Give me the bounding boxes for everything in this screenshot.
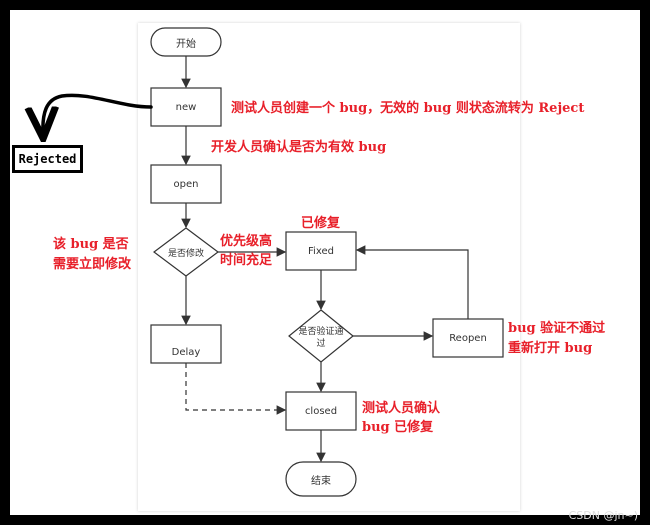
reopen-annotation-1: bug 验证不通过	[508, 321, 606, 336]
new-label: new	[175, 101, 197, 113]
edge-delay-closed	[185, 363, 287, 415]
diagram-canvas: 开始 new open 是否修改 Fixed 是否验证通 过 Reopen De…	[10, 10, 640, 515]
fixed-label: Fixed	[308, 245, 334, 257]
flowchart-svg	[10, 27, 504, 497]
edge-reopen-fixed	[355, 245, 469, 319]
rejected-box: Rejected	[12, 145, 83, 173]
delay-node	[150, 324, 222, 364]
closed-annotation-1: 测试人员确认	[362, 401, 441, 416]
verify-decision-label-2: 过	[316, 338, 326, 349]
reject-curve	[43, 93, 153, 135]
priority-annotation-1: 优先级高	[220, 234, 273, 249]
decision-annotation-1: 该 bug 是否	[53, 237, 129, 252]
start-label: 开始	[176, 38, 196, 50]
fix-decision-label: 是否修改	[167, 248, 204, 259]
closed-label: closed	[304, 405, 338, 417]
end-label: 结束	[311, 475, 331, 487]
reopen-label: Reopen	[449, 332, 487, 344]
reopen-annotation-2: 重新打开 bug	[508, 341, 593, 356]
open-annotation: 开发人员确认是否为有效 bug	[211, 140, 387, 155]
open-label: open	[173, 178, 199, 190]
fixed-annotation: 已修复	[301, 216, 341, 231]
verify-decision-label-1: 是否验证通	[298, 326, 344, 337]
delay-label: Delay	[171, 346, 201, 358]
open-node	[150, 164, 222, 204]
watermark: CSDN @jn~)	[568, 509, 638, 522]
closed-annotation-2: bug 已修复	[362, 420, 434, 435]
priority-annotation-2: 时间充足	[220, 253, 273, 268]
closed-node	[285, 391, 357, 431]
reopen-node	[432, 318, 504, 358]
new-annotation: 测试人员创建一个 bug，无效的 bug 则状态流转为 Reject	[231, 101, 585, 116]
decision-annotation-2: 需要立即修改	[53, 257, 132, 272]
